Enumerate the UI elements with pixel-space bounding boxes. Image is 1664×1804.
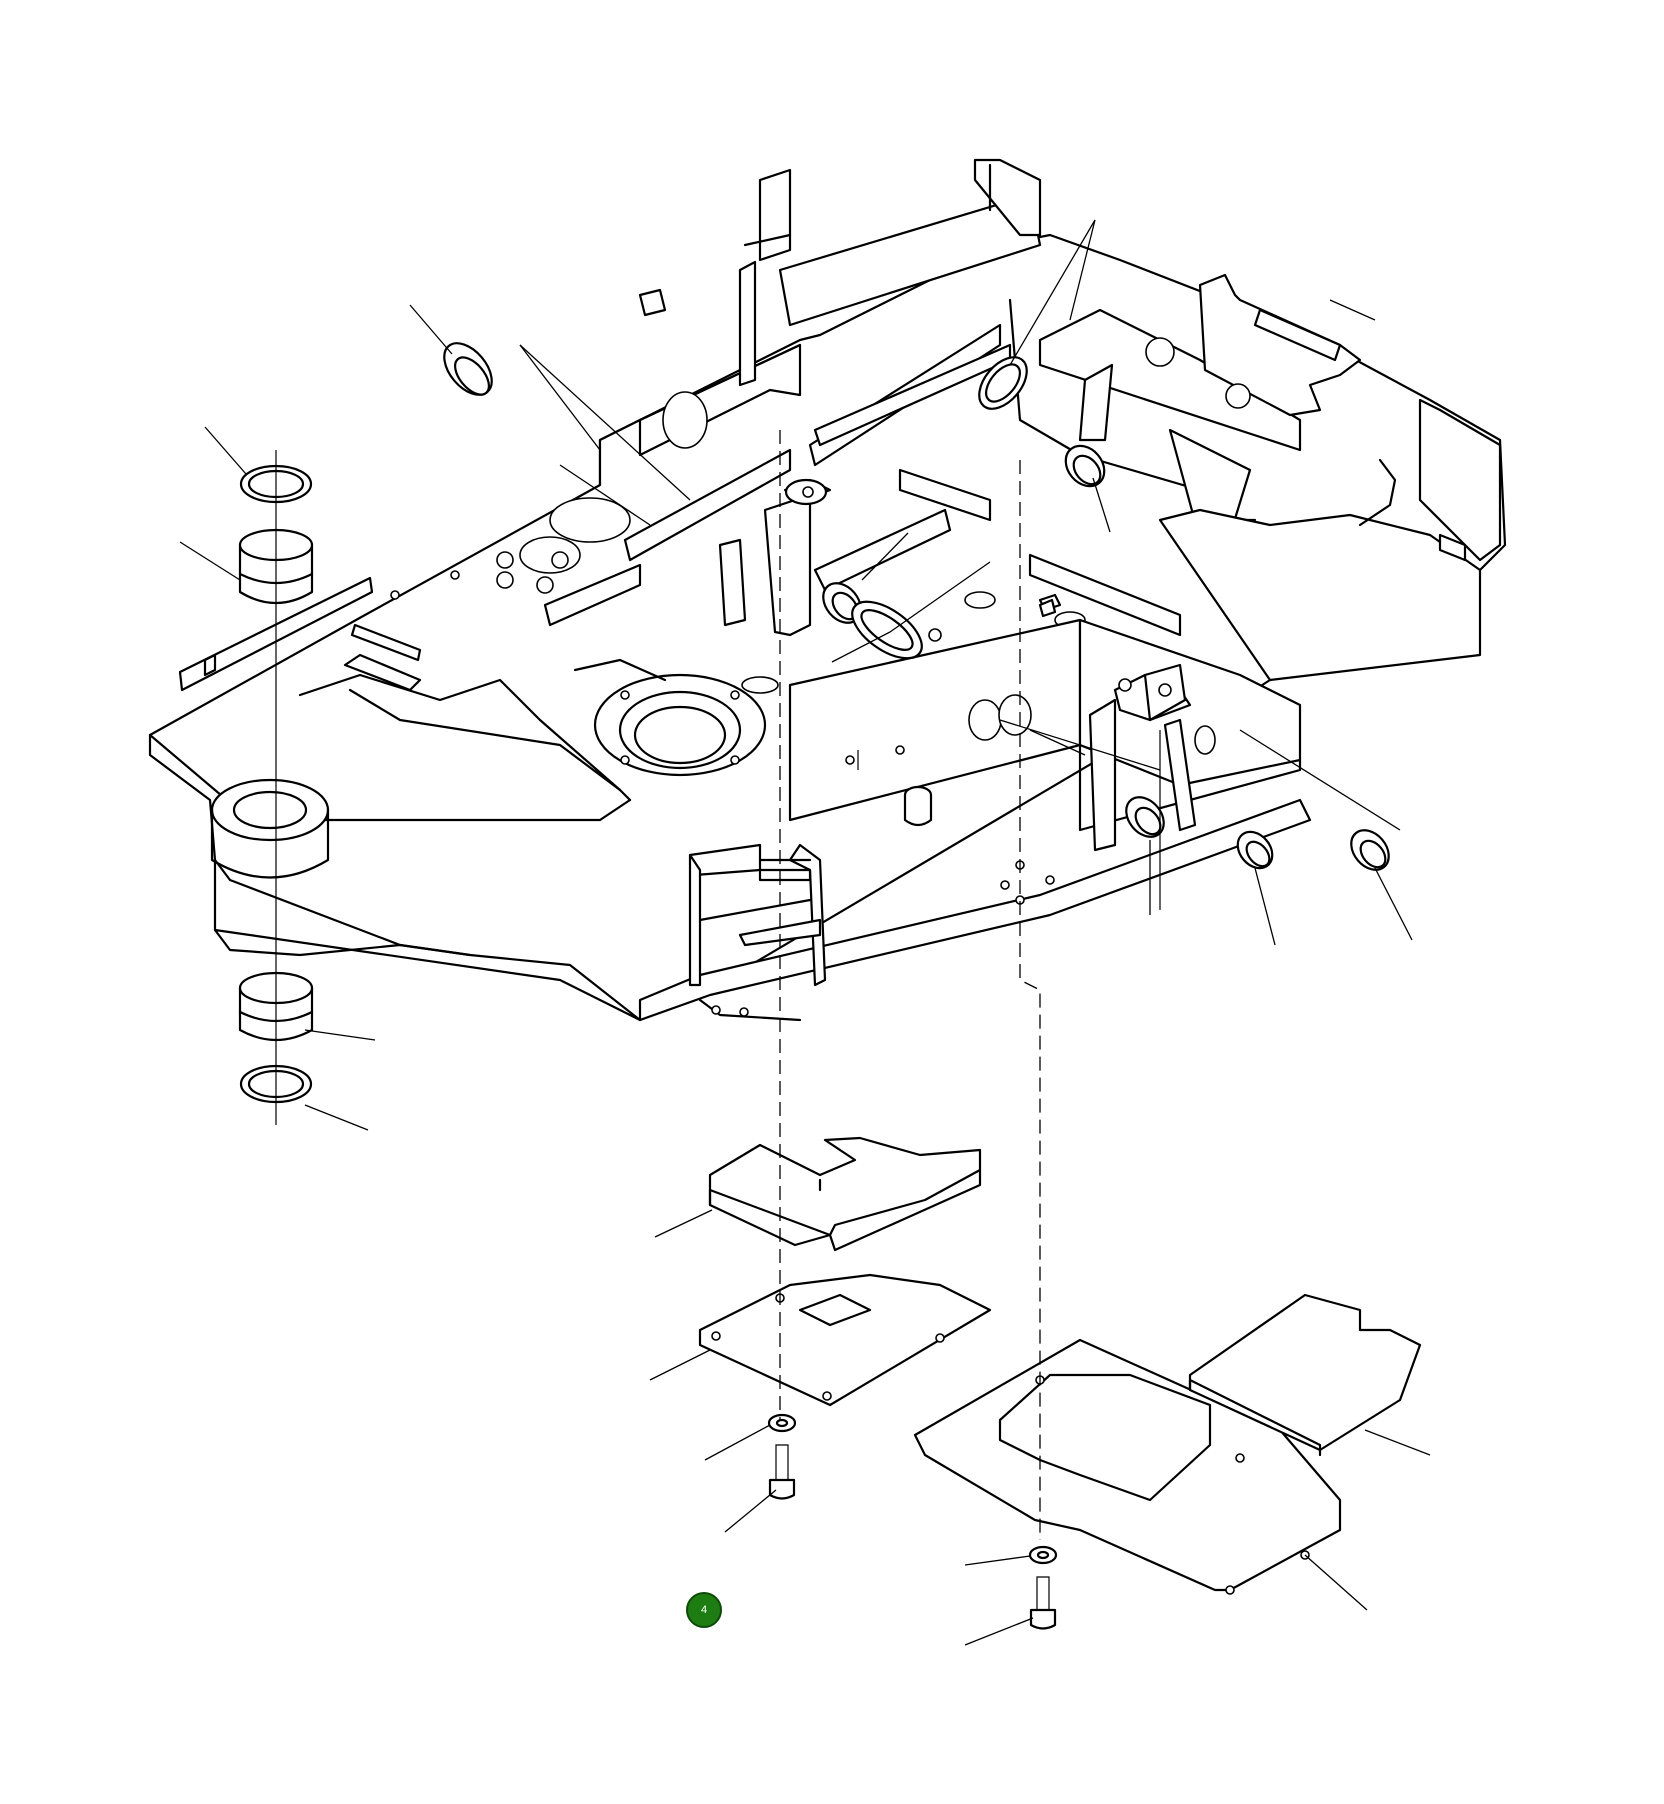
fasteners bbox=[767, 1413, 1058, 1630]
lower-plates bbox=[698, 1136, 1422, 1595]
left-bushing-stack bbox=[238, 450, 314, 1125]
grommets bbox=[443, 342, 1390, 871]
callout-marker[interactable]: 4 bbox=[686, 1592, 722, 1628]
leader-lines bbox=[179, 219, 1431, 1646]
assembly-axes bbox=[779, 430, 1161, 1540]
